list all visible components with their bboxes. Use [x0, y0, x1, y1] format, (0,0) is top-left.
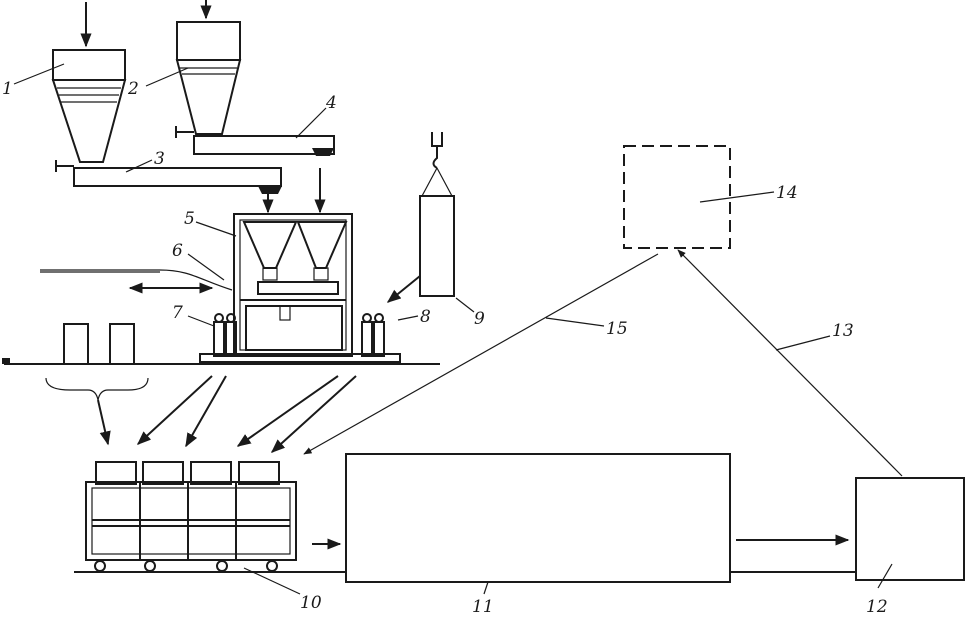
label-3: 3 [154, 149, 165, 169]
rail-6 [40, 269, 233, 294]
unit-12 [855, 477, 965, 581]
label-13: 13 [832, 321, 854, 341]
cylinders-8 [361, 313, 385, 357]
hopper-2 [175, 0, 242, 135]
bracket [45, 377, 149, 401]
unit-14 [623, 145, 731, 249]
label-7: 7 [172, 303, 183, 323]
container [109, 323, 135, 365]
line-15 [303, 253, 659, 455]
lifting-cage-9 [386, 132, 455, 303]
label-12: 12 [866, 597, 888, 617]
label-1: 1 [2, 79, 13, 99]
container [63, 323, 89, 365]
mixer-base [199, 353, 401, 363]
leader-lines [13, 63, 893, 595]
line-13 [677, 249, 903, 477]
label-6: 6 [172, 241, 183, 261]
floor-end [2, 358, 10, 364]
mixer-unit-5 [233, 213, 353, 357]
label-15: 15 [606, 319, 628, 339]
label-4: 4 [325, 93, 337, 113]
screw-conveyor-3 [55, 160, 282, 214]
label-8: 8 [420, 307, 431, 327]
screw-conveyor-4 [175, 126, 335, 214]
label-5: 5 [184, 209, 195, 229]
hopper-1 [51, 2, 127, 163]
label-2: 2 [127, 79, 139, 99]
label-11: 11 [472, 597, 494, 617]
chamber-11 [345, 453, 731, 583]
label-10: 10 [300, 593, 322, 613]
trolley-10 [85, 461, 297, 572]
label-14: 14 [776, 183, 798, 203]
label-9: 9 [474, 309, 485, 329]
transfer-arrows [97, 375, 357, 453]
cylinders-7 [213, 313, 237, 357]
